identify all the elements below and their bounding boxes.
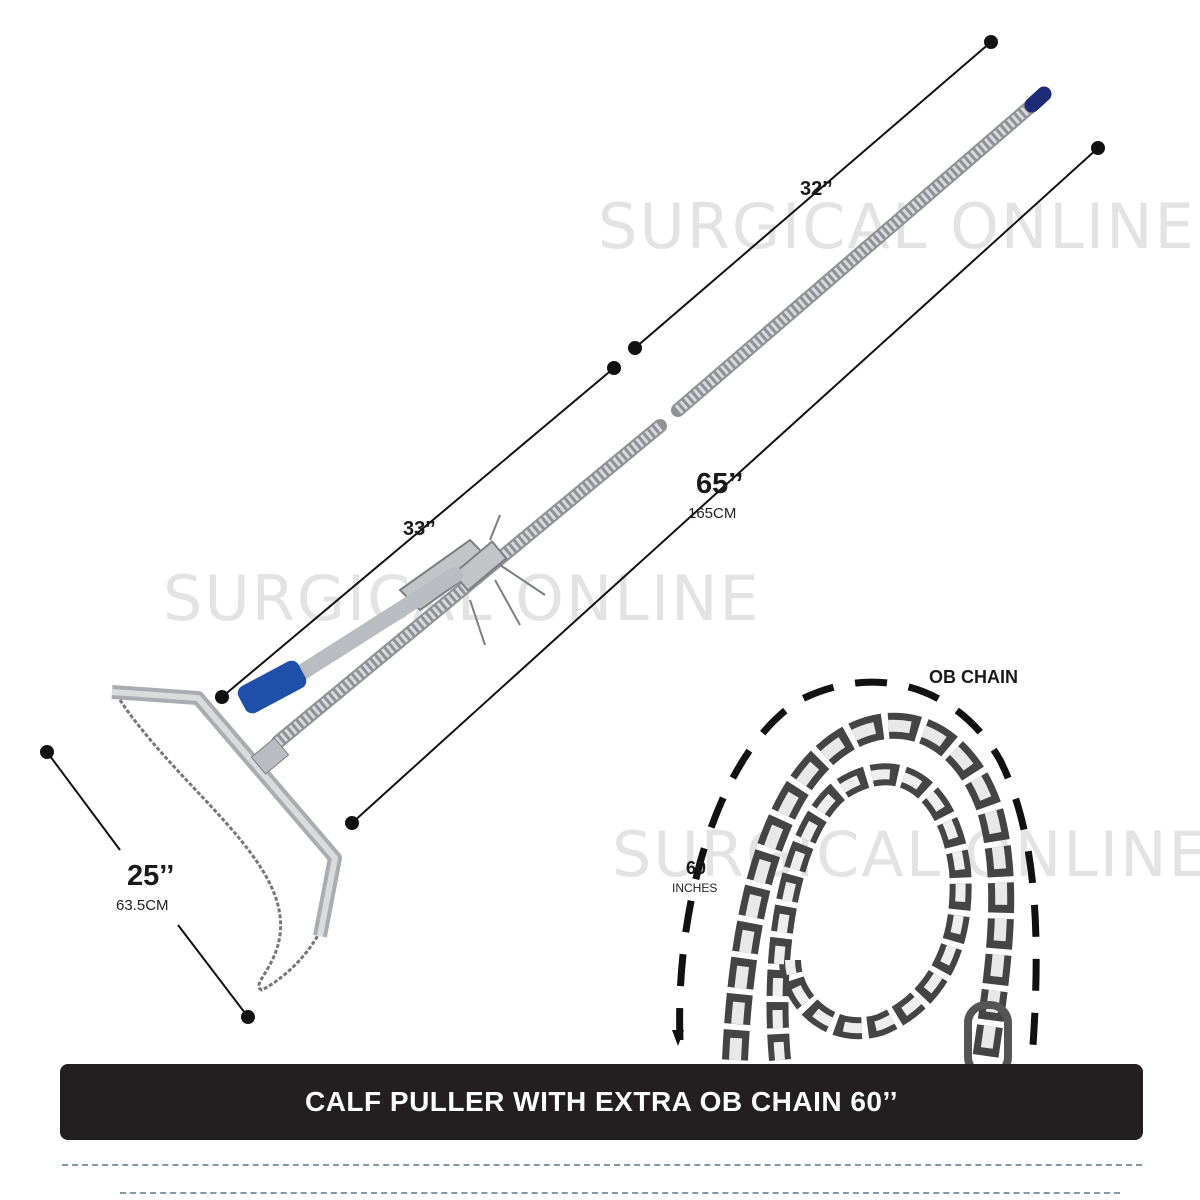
ob-chain-label: OB CHAIN	[929, 667, 1018, 687]
lower-rod-length: 33’’	[403, 518, 436, 540]
rod-cap	[1024, 86, 1052, 113]
chain-length-value: 60	[686, 858, 707, 878]
arrow-down-icon	[672, 1030, 684, 1046]
chain-length-unit: INCHES	[672, 881, 718, 895]
ob-chain-image	[722, 712, 1015, 1079]
total-length: 65’’	[696, 468, 744, 500]
total-length-cm: 165CM	[688, 505, 737, 522]
upper-rod-length: 32’’	[800, 178, 833, 200]
divider	[62, 1164, 1142, 1166]
lever-handle	[282, 567, 463, 688]
divider	[120, 1192, 1120, 1194]
frame-chain	[118, 699, 320, 992]
dimension-line-65	[345, 141, 1105, 830]
frame-length-cm: 63.5CM	[116, 897, 169, 914]
watermark: SURGICAL ONLINE	[612, 818, 1200, 891]
dimension-line-32	[628, 35, 998, 355]
blue-grip	[237, 660, 307, 714]
title-banner: CALF PULLER WITH EXTRA OB CHAIN 60’’	[60, 1064, 1143, 1140]
dimension-line-25	[40, 745, 255, 1024]
upper-rod	[671, 86, 1052, 417]
banner-title: CALF PULLER WITH EXTRA OB CHAIN 60’’	[304, 1086, 899, 1117]
chain-dashed-arc	[676, 678, 1040, 1061]
frame-length: 25’’	[127, 860, 175, 892]
dimension-line-33	[215, 361, 621, 704]
